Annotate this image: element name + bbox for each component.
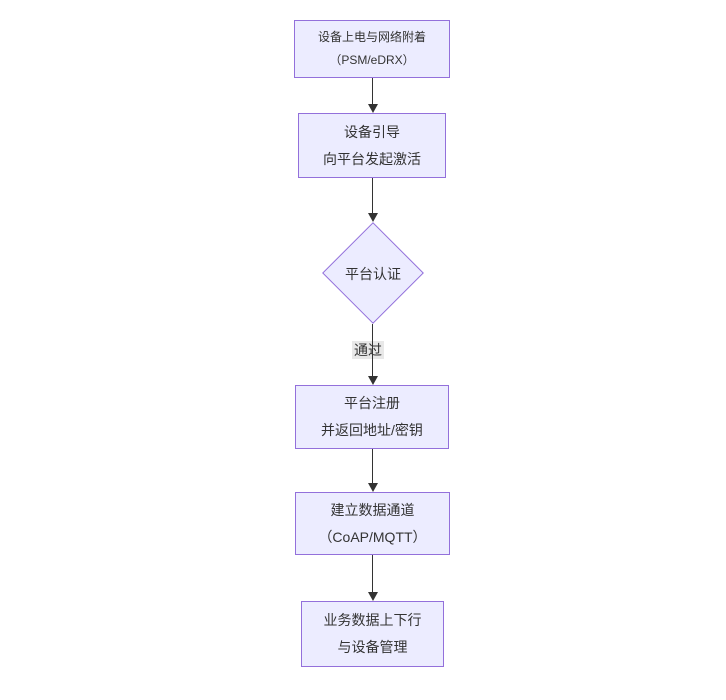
node-data-channel: 建立数据通道 （CoAP/MQTT） — [295, 492, 450, 555]
node-text-line: 与设备管理 — [337, 639, 408, 655]
node-power-network-attach: 设备上电与网络附着 （PSM/eDRX） — [294, 20, 450, 78]
node-text-line: 设备引导 — [344, 123, 400, 140]
arrowhead-icon — [368, 376, 378, 385]
node-text-line: （CoAP/MQTT） — [318, 528, 427, 545]
edge-line — [372, 178, 373, 213]
arrowhead-icon — [368, 592, 378, 601]
node-text-line: 业务数据上下行 — [323, 612, 422, 628]
edge-line — [372, 78, 373, 104]
node-text-line: 建立数据通道 — [330, 501, 415, 518]
arrowhead-icon — [368, 483, 378, 492]
edge-line — [372, 449, 373, 483]
node-text-line: 向平台发起激活 — [323, 150, 421, 167]
node-text-line: 设备上电与网络附着 — [317, 30, 426, 44]
node-text-line: （PSM/eDRX） — [329, 53, 415, 67]
edge-line — [372, 324, 373, 376]
node-text-line: 平台注册 — [344, 395, 400, 411]
node-business-data: 业务数据上下行 与设备管理 — [301, 601, 444, 667]
node-platform-register: 平台注册 并返回地址/密钥 — [295, 385, 449, 449]
edge-line — [372, 555, 373, 592]
node-text-line: 并返回地址/密钥 — [321, 422, 423, 438]
decision-platform-auth-label: 平台认证 — [345, 266, 401, 282]
arrowhead-icon — [368, 213, 378, 222]
node-device-bootstrap: 设备引导 向平台发起激活 — [298, 113, 446, 178]
edge-label-pass: 通过 — [352, 341, 384, 359]
arrowhead-icon — [368, 104, 378, 113]
